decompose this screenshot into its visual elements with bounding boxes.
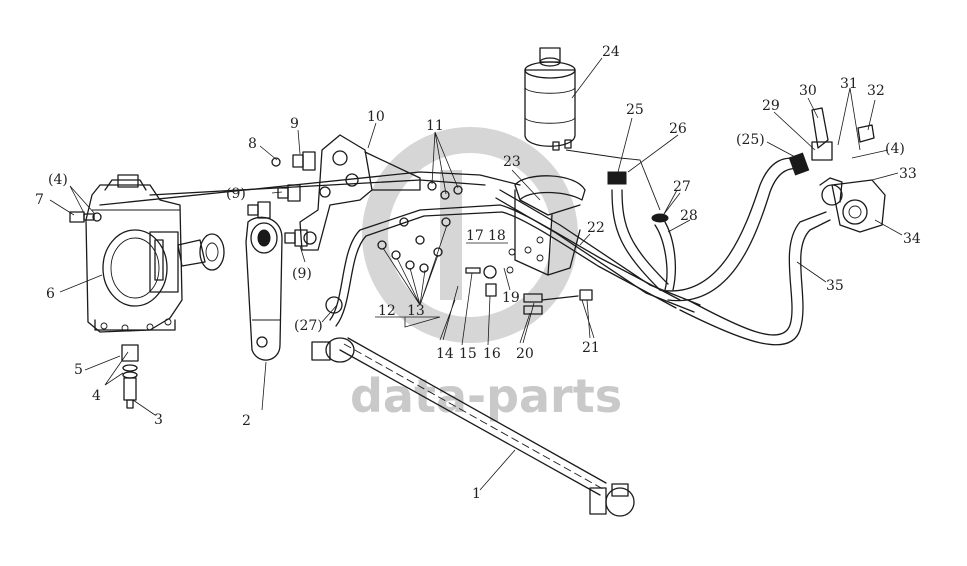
label-21: 21 xyxy=(582,340,600,356)
hose-35 xyxy=(659,152,831,346)
label-7: 7 xyxy=(35,192,44,208)
label-25-ref: (25) xyxy=(736,132,765,148)
label-32: 32 xyxy=(867,83,885,99)
label-4-ref-2: (4) xyxy=(885,141,905,157)
bracket-10 xyxy=(299,134,421,251)
label-2: 2 xyxy=(242,413,251,429)
label-34: 34 xyxy=(903,231,921,247)
label-26: 26 xyxy=(669,121,687,137)
label-4: 4 xyxy=(92,388,101,404)
bolt-9-c xyxy=(247,201,271,219)
ring-27 xyxy=(325,296,343,314)
label-3: 3 xyxy=(154,412,163,428)
label-27-ref: (27) xyxy=(294,318,323,334)
label-17: 17 xyxy=(466,228,484,244)
pitman-arm xyxy=(245,216,283,361)
label-12: 12 xyxy=(378,303,396,319)
label-24: 24 xyxy=(602,44,620,60)
label-35: 35 xyxy=(826,278,844,294)
label-23: 23 xyxy=(503,154,521,170)
label-13: 13 xyxy=(407,303,425,319)
label-9-ref-2: (9) xyxy=(292,266,312,282)
bolt-9 xyxy=(292,151,316,171)
watermark: data-parts xyxy=(350,127,622,423)
label-19: 19 xyxy=(502,290,520,306)
label-29: 29 xyxy=(762,98,780,114)
label-8: 8 xyxy=(248,136,257,152)
leader-lines xyxy=(49,57,903,491)
label-10: 10 xyxy=(367,109,385,125)
label-15: 15 xyxy=(459,346,477,362)
pump-34 xyxy=(819,177,886,233)
label-5: 5 xyxy=(74,362,83,378)
hose-25-28 xyxy=(565,149,677,291)
fitting-29-30 xyxy=(811,107,875,161)
fitting-3-4-5 xyxy=(121,344,139,409)
label-4-ref: (4) xyxy=(48,172,68,188)
bolt-7 xyxy=(69,211,102,223)
bracket-22-23 xyxy=(514,175,586,276)
label-31: 31 xyxy=(840,76,858,92)
label-14: 14 xyxy=(436,346,454,362)
label-6: 6 xyxy=(46,286,55,302)
label-16: 16 xyxy=(483,346,501,362)
steering-gear-box xyxy=(85,174,225,333)
bolt-8 xyxy=(271,157,281,167)
nuts-11-12-13 xyxy=(377,181,463,273)
drag-link-1 xyxy=(311,337,635,517)
watermark-text: data-parts xyxy=(350,369,622,423)
pipe-lines xyxy=(99,171,701,327)
label-20: 20 xyxy=(516,346,534,362)
label-25: 25 xyxy=(626,102,644,118)
reservoir-24 xyxy=(524,47,576,151)
parts-14-19 xyxy=(465,248,516,297)
label-9: 9 xyxy=(290,116,299,132)
label-9-ref-1: (9) xyxy=(226,186,246,202)
label-33: 33 xyxy=(899,166,917,182)
label-11: 11 xyxy=(426,118,444,134)
label-30: 30 xyxy=(799,83,817,99)
label-27: 27 xyxy=(673,179,691,195)
label-28: 28 xyxy=(680,208,698,224)
label-1: 1 xyxy=(472,486,481,502)
label-18: 18 xyxy=(488,228,506,244)
label-22: 22 xyxy=(587,220,605,236)
